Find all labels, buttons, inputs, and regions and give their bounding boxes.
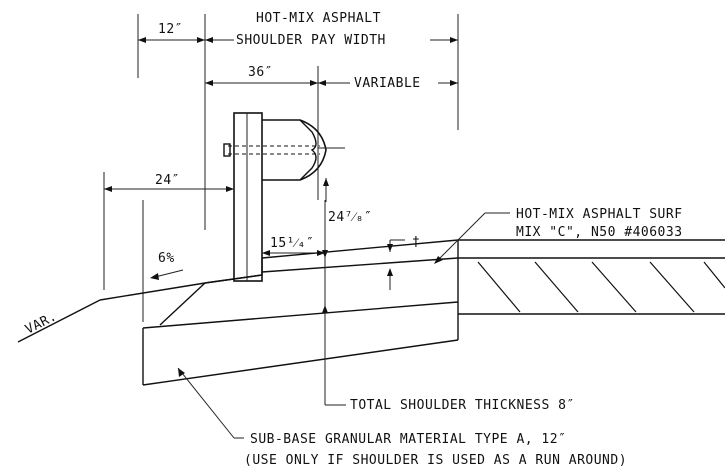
pay-width-label-line1: HOT-MIX ASPHALT: [256, 11, 381, 26]
surface-label-line1: HOT-MIX ASPHALT SURF: [516, 207, 683, 222]
dim-12-label: 12″: [158, 22, 183, 37]
dim-24-label: 24″: [155, 173, 180, 188]
dimension-24: [104, 186, 234, 192]
dim-24-7-8-label: 24⁷⁄₈″: [328, 210, 372, 225]
pay-width-label-line2: SHOULDER PAY WIDTH: [236, 33, 386, 48]
mainline-pavement: [458, 239, 725, 315]
dimension-24-7-8-leader: [323, 178, 329, 202]
dim-15-1-4-label: 15¹⁄₄″: [270, 236, 314, 251]
var-label: VAR.: [23, 309, 59, 337]
total-thickness-dimension: [322, 200, 346, 406]
subbase-label-line2: (USE ONLY IF SHOULDER IS USED AS A RUN A…: [244, 453, 627, 468]
dimension-pay-width: [205, 37, 458, 43]
variable-label: VARIABLE: [354, 76, 421, 91]
surface-leader: [434, 212, 510, 264]
slope-label: 6%: [158, 251, 175, 266]
total-thickness-label: TOTAL SHOULDER THICKNESS 8″: [350, 398, 575, 413]
surface-label-line2: MIX "C", N50 #406033: [516, 225, 683, 240]
dimension-12: [138, 37, 205, 43]
dagger-label: †: [412, 235, 420, 250]
shoulder-layers: [17, 239, 459, 386]
thickness-t-leader: [387, 239, 405, 290]
subbase-leader: [177, 367, 244, 439]
dimension-variable: [318, 80, 458, 86]
slope-arrow: [150, 269, 184, 280]
guardrail-post: [233, 112, 263, 282]
dimension-36: [205, 80, 318, 86]
guardrail-beam: [223, 119, 345, 181]
subbase-label-line1: SUB-BASE GRANULAR MATERIAL TYPE A, 12″: [250, 432, 566, 447]
dim-36-label: 36″: [248, 65, 273, 80]
